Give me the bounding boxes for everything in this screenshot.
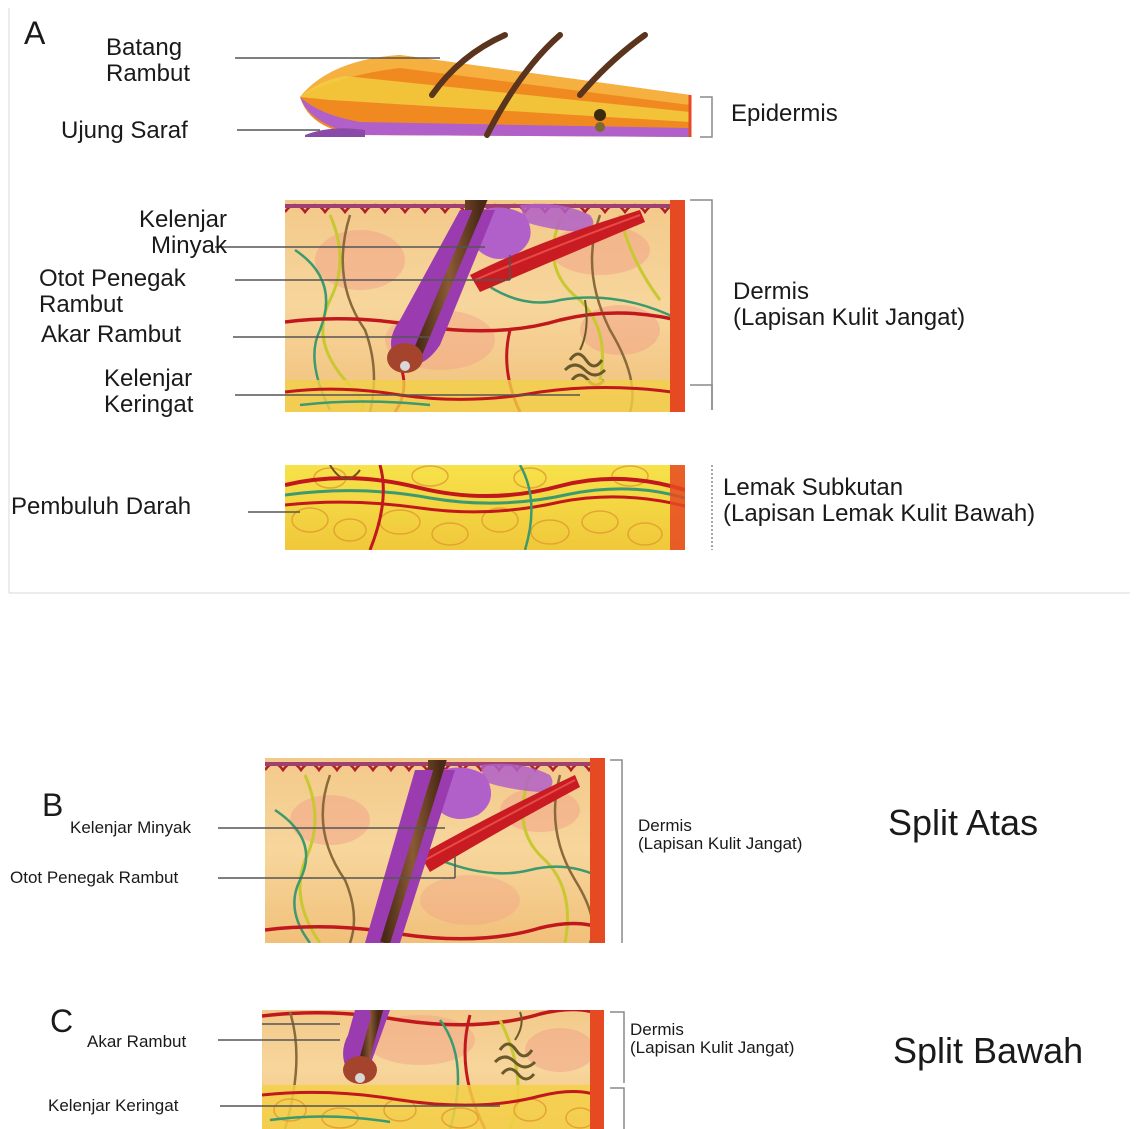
label-ujung-saraf: Ujung Saraf bbox=[61, 118, 188, 144]
label-b-otot-penegak-rambut: Otot Penegak Rambut bbox=[10, 869, 178, 887]
label-c-akar-rambut: Akar Rambut bbox=[87, 1033, 186, 1051]
panel-c-dermis bbox=[262, 1009, 604, 1129]
panel-b-dermis bbox=[265, 758, 607, 943]
dermis-layer bbox=[285, 200, 685, 412]
panel-a-brackets bbox=[690, 97, 712, 550]
title-split-bawah: Split Bawah bbox=[893, 1032, 1083, 1071]
epidermis-layer bbox=[300, 35, 690, 137]
label-b-dermis: Dermis (Lapisan Kulit Jangat) bbox=[638, 817, 802, 854]
panel-c-letter: C bbox=[50, 1004, 73, 1039]
label-batang-rambut: Batang Rambut bbox=[106, 35, 190, 87]
panel-c-bracket bbox=[610, 1012, 624, 1129]
label-akar-rambut: Akar Rambut bbox=[41, 322, 181, 348]
label-dermis: Dermis (Lapisan Kulit Jangat) bbox=[733, 279, 965, 331]
label-kelenjar-minyak: Kelenjar Minyak bbox=[115, 207, 227, 259]
label-otot-penegak-rambut: Otot Penegak Rambut bbox=[39, 266, 186, 318]
panel-b-bracket bbox=[610, 760, 622, 943]
label-c-kelenjar-keringat: Kelenjar Keringat bbox=[48, 1097, 178, 1115]
label-lemak-subkutan: Lemak Subkutan (Lapisan Lemak Kulit Bawa… bbox=[723, 475, 1035, 527]
label-epidermis: Epidermis bbox=[731, 101, 838, 127]
label-pembuluh-darah: Pembuluh Darah bbox=[11, 494, 191, 520]
subcutaneous-fat-layer bbox=[285, 465, 685, 550]
title-split-atas: Split Atas bbox=[888, 804, 1038, 843]
panel-a-letter: A bbox=[24, 16, 45, 51]
label-c-dermis: Dermis (Lapisan Kulit Jangat) bbox=[630, 1021, 794, 1058]
label-b-kelenjar-minyak: Kelenjar Minyak bbox=[70, 819, 191, 837]
label-kelenjar-keringat: Kelenjar Keringat bbox=[104, 366, 193, 418]
panel-b-letter: B bbox=[42, 788, 63, 823]
